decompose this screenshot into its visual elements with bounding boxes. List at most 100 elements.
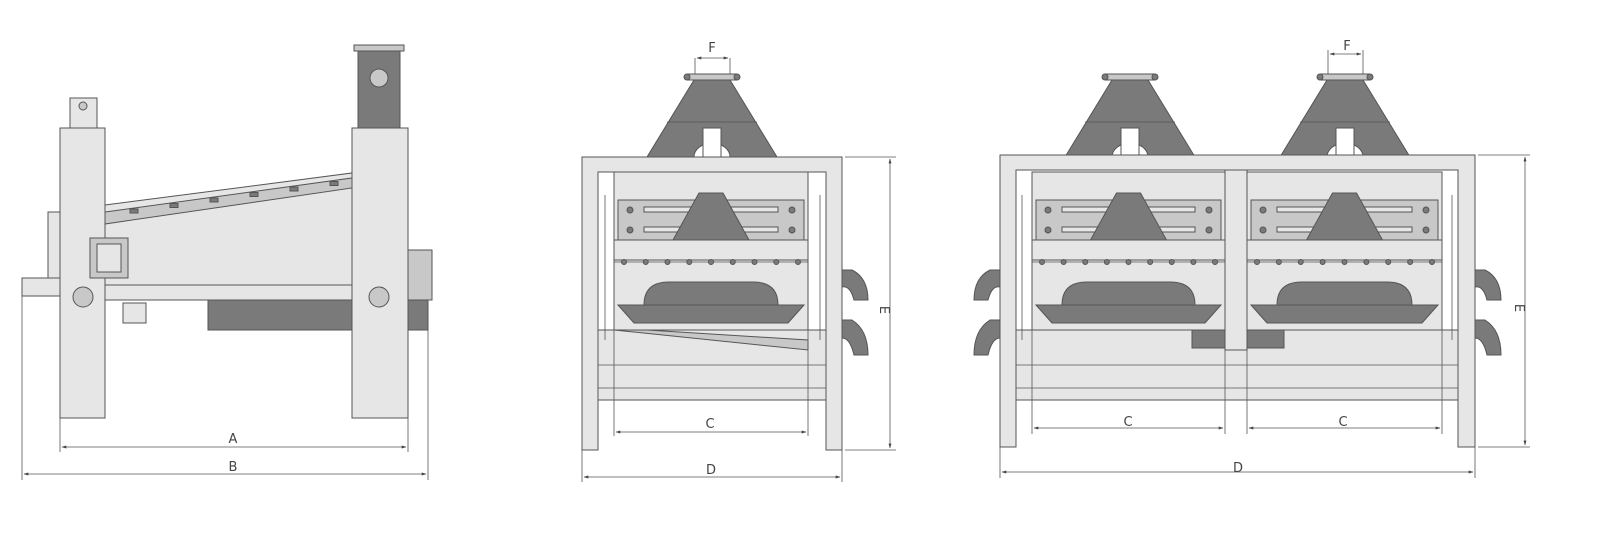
collecting-tray bbox=[1034, 304, 1223, 324]
pivot-right bbox=[368, 286, 390, 308]
flange-bolt bbox=[1151, 73, 1159, 81]
outlet-spout bbox=[1474, 269, 1502, 301]
bolt bbox=[1205, 206, 1213, 214]
small-box bbox=[122, 302, 147, 324]
flange-bolt bbox=[1316, 73, 1324, 81]
deck-frame bbox=[1031, 239, 1226, 261]
bolt bbox=[169, 203, 179, 208]
inlet-flange bbox=[1319, 73, 1371, 81]
bolt bbox=[1205, 226, 1213, 234]
bottom-tray bbox=[207, 299, 353, 331]
bolt bbox=[1190, 259, 1197, 265]
bolt bbox=[729, 259, 736, 265]
bolt bbox=[129, 208, 139, 214]
bolt bbox=[209, 197, 219, 203]
bolt bbox=[1212, 259, 1218, 265]
bolt bbox=[1254, 259, 1260, 265]
bolt bbox=[1060, 259, 1067, 265]
inlet-flange bbox=[686, 73, 738, 81]
inner-tube bbox=[1120, 127, 1140, 158]
outlet-dome bbox=[643, 281, 779, 306]
dim-label-e: E bbox=[876, 306, 891, 314]
outlet-flange bbox=[353, 44, 405, 52]
bolt bbox=[642, 259, 649, 265]
bolt bbox=[751, 259, 758, 265]
dim-label-d-double: D bbox=[1233, 461, 1243, 476]
dim-label-c: C bbox=[705, 417, 714, 432]
bolt bbox=[1297, 259, 1304, 265]
side-bracket bbox=[47, 211, 61, 279]
bolt bbox=[1259, 206, 1267, 214]
bolt bbox=[1363, 259, 1370, 265]
inlet-bolt bbox=[78, 101, 88, 111]
bolt bbox=[249, 192, 259, 197]
bolt bbox=[1422, 206, 1430, 214]
frame bbox=[999, 154, 1476, 448]
dim-label-a: A bbox=[229, 432, 238, 447]
bolt bbox=[289, 186, 299, 192]
collecting-tray bbox=[616, 304, 806, 324]
dim-label-c-right: C bbox=[1338, 415, 1347, 430]
flange-bolt bbox=[683, 73, 691, 81]
frame bbox=[581, 156, 843, 451]
bolt bbox=[1044, 226, 1052, 234]
outlet-dome bbox=[1061, 281, 1196, 306]
side-view bbox=[21, 44, 433, 480]
bolt bbox=[1147, 259, 1154, 265]
front-view-single bbox=[581, 56, 896, 482]
bolt bbox=[686, 259, 693, 265]
bolt bbox=[621, 259, 627, 265]
flange-bolt bbox=[733, 73, 741, 81]
bolt bbox=[1422, 226, 1430, 234]
flange-bolt bbox=[1101, 73, 1109, 81]
bolt bbox=[795, 259, 801, 265]
bolt bbox=[1039, 259, 1045, 265]
front-view-double bbox=[973, 50, 1530, 478]
motor bbox=[407, 249, 433, 301]
bolt bbox=[626, 226, 634, 234]
bolt bbox=[1407, 259, 1414, 265]
outlet-dome bbox=[1276, 281, 1413, 306]
pivot-left bbox=[72, 286, 94, 308]
bolt bbox=[664, 259, 671, 265]
inner-tube bbox=[1335, 127, 1355, 158]
inlet-flange bbox=[1104, 73, 1156, 81]
bolt bbox=[1044, 206, 1052, 214]
right-column bbox=[351, 127, 409, 419]
bolt bbox=[788, 206, 796, 214]
bolt bbox=[1125, 259, 1132, 265]
bolt bbox=[1168, 259, 1175, 265]
center-divider bbox=[1224, 169, 1248, 351]
bolt bbox=[773, 259, 780, 265]
bolt bbox=[788, 226, 796, 234]
outlet-tube bbox=[357, 47, 401, 129]
lower-band bbox=[104, 284, 353, 301]
dim-label-f: F bbox=[708, 41, 715, 56]
inner-tube bbox=[702, 127, 722, 158]
dim-label-d: D bbox=[706, 463, 716, 478]
bolt bbox=[1259, 226, 1267, 234]
bolt bbox=[1319, 259, 1326, 265]
bolt bbox=[626, 206, 634, 214]
dim-label-f-double: F bbox=[1343, 39, 1350, 54]
flange-bolt bbox=[1366, 73, 1374, 81]
bolt bbox=[1103, 259, 1110, 265]
outlet-spout bbox=[973, 269, 1001, 301]
dim-label-b: B bbox=[229, 460, 238, 475]
outlet-spout bbox=[841, 269, 869, 301]
deck-frame bbox=[613, 239, 809, 261]
bolt bbox=[1082, 259, 1089, 265]
bolt bbox=[708, 259, 714, 265]
outlet-spout bbox=[1474, 319, 1502, 356]
left-extension bbox=[21, 277, 63, 297]
window-pane bbox=[96, 243, 122, 273]
outlet-port bbox=[369, 68, 389, 88]
motor-base bbox=[407, 299, 429, 331]
bolt bbox=[1275, 259, 1282, 265]
collecting-tray bbox=[1249, 304, 1440, 324]
bolt bbox=[329, 181, 339, 186]
dim-label-c-left: C bbox=[1123, 415, 1132, 430]
outlet-spout bbox=[973, 319, 1001, 356]
